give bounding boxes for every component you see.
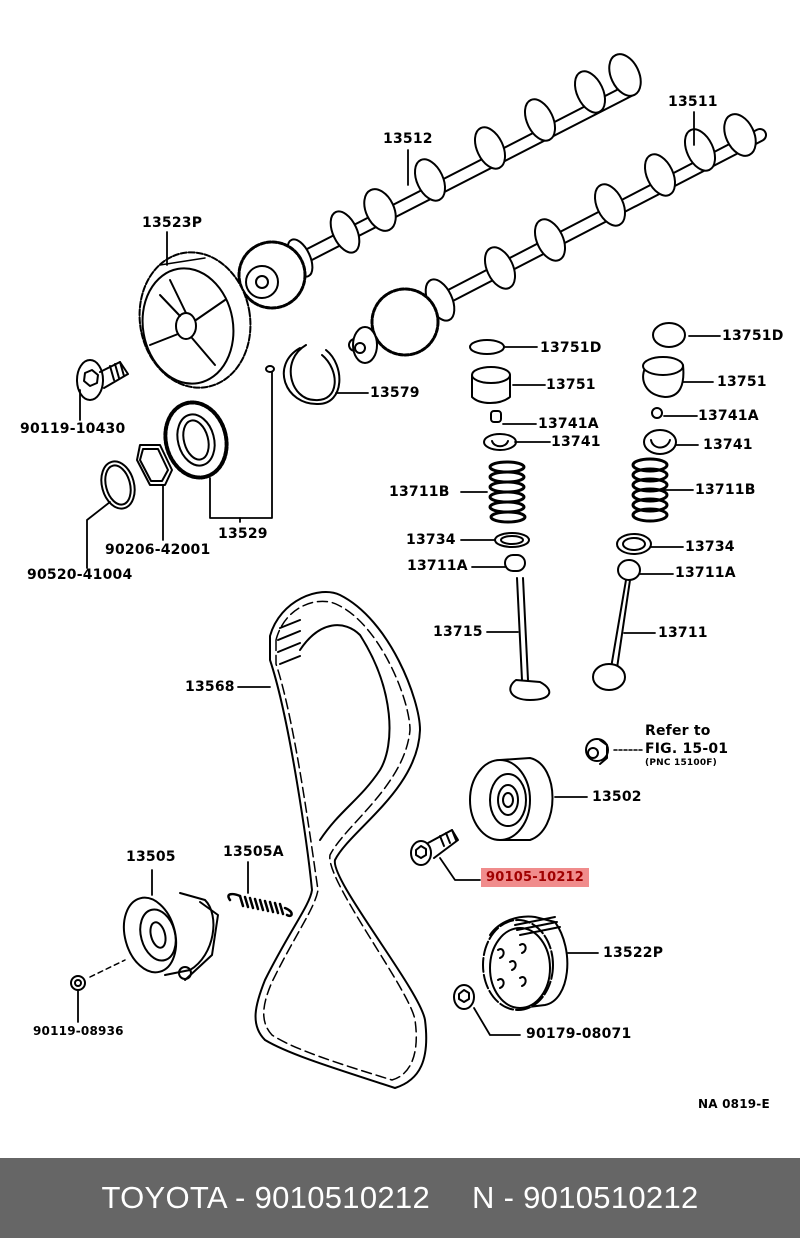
pulley-bolt[interactable] xyxy=(76,359,129,401)
key-pin[interactable] xyxy=(265,365,275,373)
label-13505: 13505 xyxy=(126,849,176,865)
snap-ring[interactable] xyxy=(282,344,341,406)
part-number-footer: TOYOTA - 9010510212 N - 9010510212 xyxy=(0,1158,800,1238)
label-13734-right: 13734 xyxy=(685,539,735,555)
refer-bolt[interactable] xyxy=(585,738,609,765)
alt-part-number: N - 9010510212 xyxy=(472,1180,699,1215)
label-13751-left: 13751 xyxy=(546,377,596,393)
label-90119-08936: 90119-08936 xyxy=(33,1024,124,1038)
label-13711b-left: 13711B xyxy=(389,484,450,500)
bolt-leader xyxy=(439,857,481,881)
label-13523p: 13523P xyxy=(142,215,203,231)
refer-fig-link[interactable]: FIG. 15-01 xyxy=(645,741,729,757)
label-13741a-right: 13741A xyxy=(698,408,759,424)
parts-diagram: 13512 13511 13523P 90119-10430 13579 135… xyxy=(20,49,784,1111)
leader-lines-left xyxy=(79,231,369,569)
refer-to-text: Refer to xyxy=(645,723,711,739)
leader-lines-valve-right xyxy=(623,335,721,634)
label-90520-41004: 90520-41004 xyxy=(27,567,133,583)
label-13522p: 13522P xyxy=(603,945,664,961)
label-13512: 13512 xyxy=(383,131,433,147)
timing-belt[interactable] xyxy=(254,591,428,1089)
washer[interactable] xyxy=(136,444,173,486)
valve-stack-intake[interactable] xyxy=(592,322,686,691)
brand-part-number: TOYOTA - 9010510212 xyxy=(101,1180,430,1215)
crank-bolt-leader xyxy=(473,1007,521,1036)
label-13711a-left: 13711A xyxy=(407,558,468,574)
crank-pulley[interactable] xyxy=(482,915,569,1011)
figure-code: NA 0819-E xyxy=(698,1097,770,1111)
tensioner-pulley[interactable] xyxy=(116,892,219,981)
label-13529: 13529 xyxy=(218,526,268,542)
camshaft-intake[interactable] xyxy=(348,109,767,364)
label-13734-left: 13734 xyxy=(406,532,456,548)
label-13715: 13715 xyxy=(433,624,483,640)
crank-gear[interactable] xyxy=(157,396,235,485)
label-13711b-right: 13711B xyxy=(695,482,756,498)
label-13568: 13568 xyxy=(185,679,235,695)
idler-pulley[interactable] xyxy=(469,757,554,841)
label-13741-right: 13741 xyxy=(703,437,753,453)
label-13751d-right: 13751D xyxy=(722,328,784,344)
nut-dash xyxy=(89,959,126,978)
label-13751-right: 13751 xyxy=(717,374,767,390)
leader-lines-valve-left xyxy=(460,346,551,633)
label-13502: 13502 xyxy=(592,789,642,805)
label-90206-42001: 90206-42001 xyxy=(105,542,211,558)
label-13511: 13511 xyxy=(668,94,718,110)
tensioner-spring[interactable] xyxy=(227,892,293,917)
tensioner-nut[interactable] xyxy=(70,975,86,991)
valve-stack-exhaust[interactable] xyxy=(469,339,551,701)
o-ring[interactable] xyxy=(96,458,139,513)
refer-pnc-text: (PNC 15100F) xyxy=(645,758,717,768)
camshaft-exhaust[interactable] xyxy=(237,49,647,310)
label-13711a-right: 13711A xyxy=(675,565,736,581)
label-13741-left: 13741 xyxy=(551,434,601,450)
highlighted-bolt[interactable] xyxy=(410,829,459,866)
label-13751d-left: 13751D xyxy=(540,340,602,356)
label-13505a: 13505A xyxy=(223,844,284,860)
label-13579: 13579 xyxy=(370,385,420,401)
label-13741a-left: 13741A xyxy=(538,416,599,432)
label-90179-08071: 90179-08071 xyxy=(526,1026,632,1042)
label-90119-10430: 90119-10430 xyxy=(20,421,126,437)
crank-bolt[interactable] xyxy=(453,984,475,1010)
label-13711: 13711 xyxy=(658,625,708,641)
cam-pulley[interactable] xyxy=(129,243,261,396)
highlighted-part-label[interactable]: 90105-10212 xyxy=(481,868,590,887)
